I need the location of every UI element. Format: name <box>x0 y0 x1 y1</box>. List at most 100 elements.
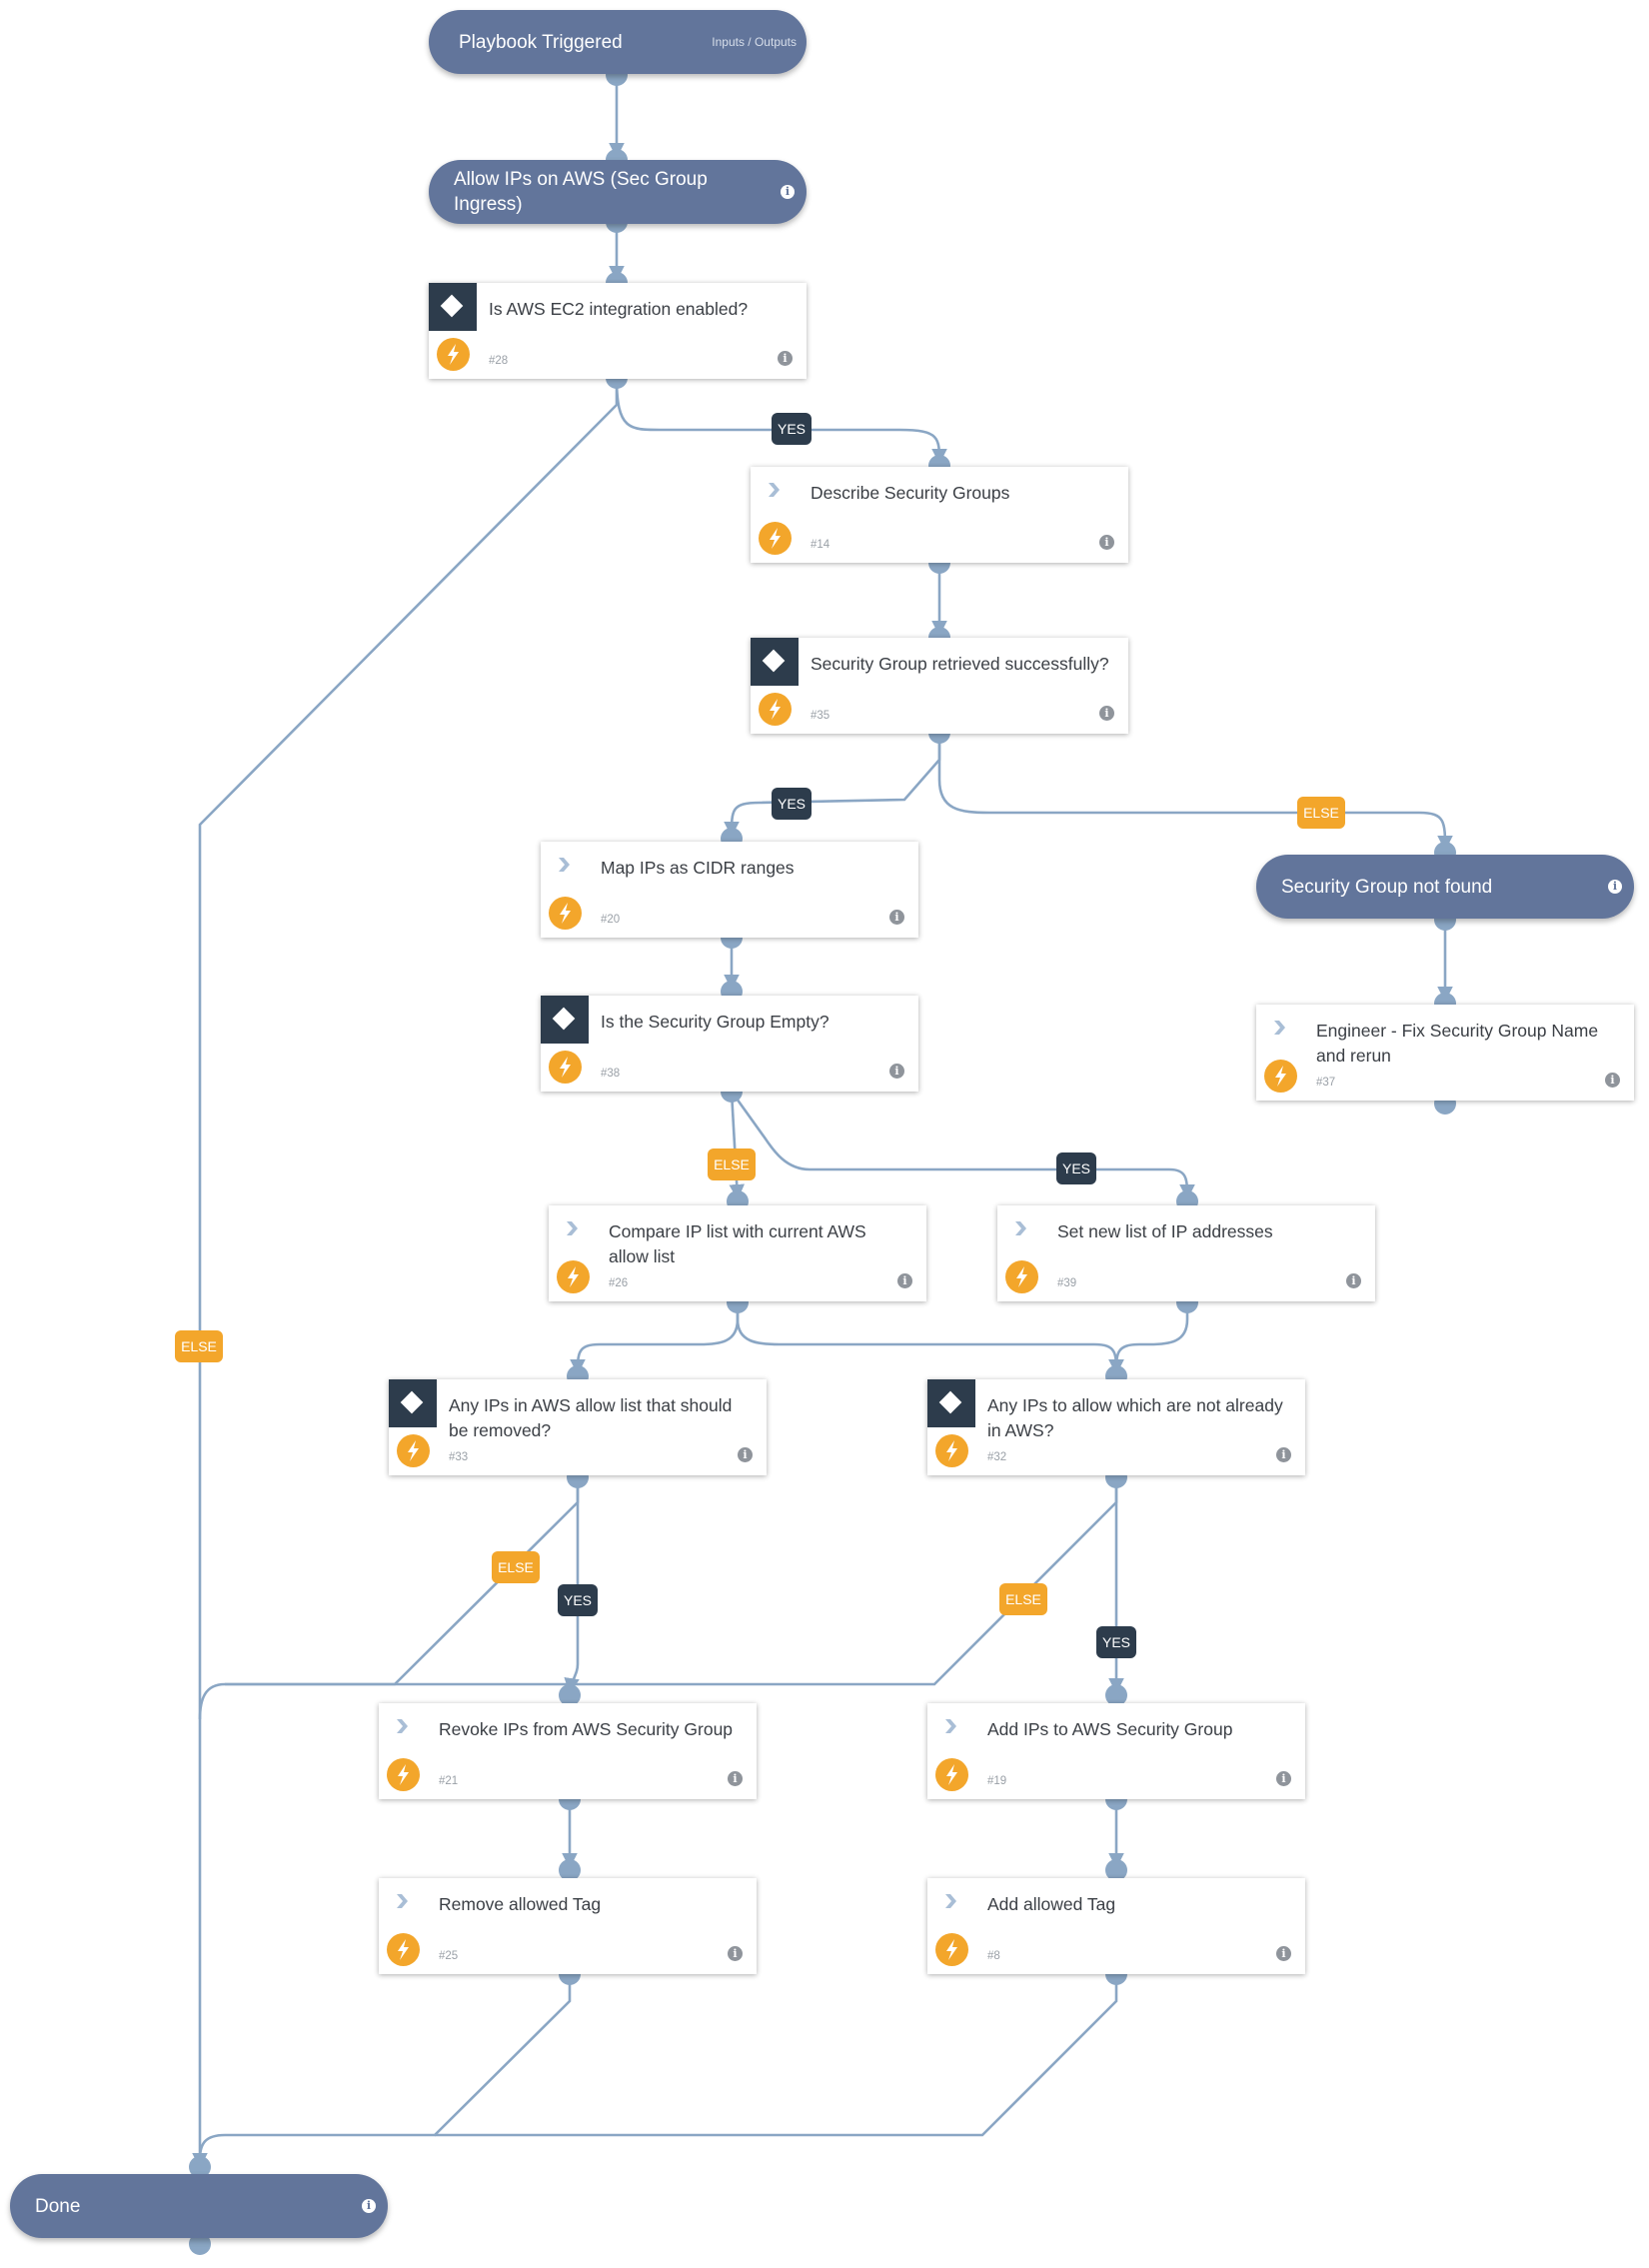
info-icon[interactable]: i <box>1608 880 1622 894</box>
task-id: #14 <box>811 539 830 551</box>
inputs-outputs-link[interactable]: Inputs / Outputs <box>712 35 797 49</box>
chevron-right-icon <box>559 858 570 872</box>
task-card-19[interactable]: Add IPs to AWS Security Group #19 i <box>927 1703 1305 1799</box>
task-id: #21 <box>439 1775 459 1787</box>
task-card-20[interactable]: Map IPs as CIDR ranges #20 i <box>541 842 918 938</box>
lightning-bolt-icon <box>557 1260 590 1293</box>
info-icon[interactable]: i <box>738 1447 753 1462</box>
chevron-right-icon <box>1015 1221 1026 1235</box>
chevron-right-icon <box>945 1894 956 1908</box>
task-label: Map IPs as CIDR ranges <box>601 858 795 878</box>
info-icon[interactable]: i <box>1276 1771 1291 1786</box>
lightning-bolt-icon <box>935 1933 968 1966</box>
playbook-triggered-node[interactable]: Playbook Triggered Inputs / Outputs <box>429 10 807 74</box>
condition-icon <box>927 1379 975 1427</box>
info-icon[interactable]: i <box>897 1273 912 1288</box>
task-label: Is AWS EC2 integration enabled? <box>489 299 749 319</box>
lightning-bolt-icon <box>437 338 470 371</box>
security-group-not-found-label: Security Group not found <box>1281 876 1493 898</box>
task-label: Set new list of IP addresses <box>1057 1221 1273 1241</box>
task-label: Security Group retrieved successfully? <box>811 654 1109 674</box>
info-icon[interactable]: i <box>889 910 904 925</box>
info-icon[interactable]: i <box>1276 1447 1291 1462</box>
edge-label-yes: YES <box>1056 1152 1096 1184</box>
info-icon[interactable]: i <box>1099 535 1114 550</box>
done-node[interactable]: Done i <box>10 2174 388 2238</box>
lightning-bolt-icon <box>1005 1260 1038 1293</box>
lightning-bolt-icon <box>387 1758 420 1791</box>
lightning-bolt-icon <box>935 1758 968 1791</box>
lightning-bolt-icon <box>549 1051 582 1084</box>
task-id: #28 <box>489 355 509 367</box>
playbook-triggered-label: Playbook Triggered <box>459 31 623 53</box>
task-card-14[interactable]: Describe Security Groups #14 i <box>751 467 1128 563</box>
task-card-32[interactable]: Any IPs to allow which are not already i… <box>927 1379 1305 1475</box>
edge-label-yes: YES <box>558 1584 598 1616</box>
task-label: Any IPs in AWS allow list that should be… <box>449 1395 733 1440</box>
edge-label-yes: YES <box>772 413 812 445</box>
task-card-26[interactable]: Compare IP list with current AWS allow l… <box>549 1205 926 1301</box>
chevron-right-icon <box>397 1894 408 1908</box>
task-label: Describe Security Groups <box>811 483 1010 503</box>
lightning-bolt-icon <box>549 897 582 930</box>
condition-icon <box>541 996 589 1044</box>
chevron-right-icon <box>1274 1021 1285 1035</box>
chevron-right-icon <box>769 483 780 497</box>
lightning-bolt-icon <box>759 522 792 555</box>
info-icon[interactable]: i <box>1099 706 1114 721</box>
edge-label-yes: YES <box>1096 1626 1136 1658</box>
info-icon[interactable]: i <box>1605 1073 1620 1088</box>
info-icon[interactable]: i <box>889 1064 904 1079</box>
edge-t25-to-done <box>198 1974 572 2160</box>
task-id: #33 <box>449 1451 469 1463</box>
task-id: #39 <box>1057 1277 1077 1289</box>
task-card-33[interactable]: Any IPs in AWS allow list that should be… <box>389 1379 767 1475</box>
lightning-bolt-icon <box>935 1434 968 1467</box>
edge-label-else: ELSE <box>492 1551 540 1583</box>
task-card-8[interactable]: Add allowed Tag #8 i <box>927 1878 1305 1974</box>
task-id: #20 <box>601 914 621 926</box>
sub-playbook-header-node[interactable]: Allow IPs on AWS (Sec Group Ingress) i <box>429 160 807 224</box>
info-icon[interactable]: i <box>728 1946 743 1961</box>
info-icon[interactable]: i <box>728 1771 743 1786</box>
info-icon[interactable]: i <box>778 351 793 366</box>
task-label: Add allowed Tag <box>987 1894 1116 1914</box>
task-id: #19 <box>987 1775 1007 1787</box>
lightning-bolt-icon <box>387 1933 420 1966</box>
info-icon[interactable]: i <box>1346 1273 1361 1288</box>
edge-t26-to-t33 <box>570 1302 740 1375</box>
task-id: #37 <box>1316 1077 1336 1089</box>
info-icon[interactable]: i <box>1276 1946 1291 1961</box>
info-icon[interactable]: i <box>781 185 795 199</box>
info-icon[interactable]: i <box>362 2199 376 2213</box>
sub-playbook-header-label: Allow IPs on AWS (Sec Group Ingress) <box>454 169 708 215</box>
edge-t38-to-t39-yes <box>730 1091 1195 1200</box>
edge-t39-to-t32 <box>1108 1302 1189 1375</box>
task-card-28[interactable]: Is AWS EC2 integration enabled? #28 i <box>429 283 807 379</box>
chevron-right-icon <box>567 1221 578 1235</box>
chevron-right-icon <box>397 1719 408 1733</box>
done-label: Done <box>35 2195 81 2217</box>
edge-label-else: ELSE <box>708 1148 756 1180</box>
edge-label-else: ELSE <box>999 1583 1047 1615</box>
task-card-35[interactable]: Security Group retrieved successfully?#3… <box>751 638 1128 734</box>
condition-icon <box>429 283 477 331</box>
condition-icon <box>389 1379 437 1427</box>
task-card-39[interactable]: Set new list of IP addresses #39 i <box>997 1205 1375 1301</box>
task-id: #32 <box>987 1451 1007 1463</box>
edge-t28-to-done-else <box>192 378 619 2169</box>
task-id: #8 <box>987 1950 1000 1962</box>
task-label: Add IPs to AWS Security Group <box>987 1719 1233 1739</box>
task-id: #26 <box>609 1277 629 1289</box>
edge-label-else: ELSE <box>1297 797 1345 829</box>
edge-t38-to-t26-else <box>729 1091 746 1200</box>
security-group-not-found-node[interactable]: Security Group not found i <box>1256 855 1634 919</box>
task-label: Remove allowed Tag <box>439 1894 602 1914</box>
lightning-bolt-icon <box>397 1434 430 1467</box>
task-card-37[interactable]: Engineer - Fix Security Group Name and r… <box>1256 1005 1634 1101</box>
